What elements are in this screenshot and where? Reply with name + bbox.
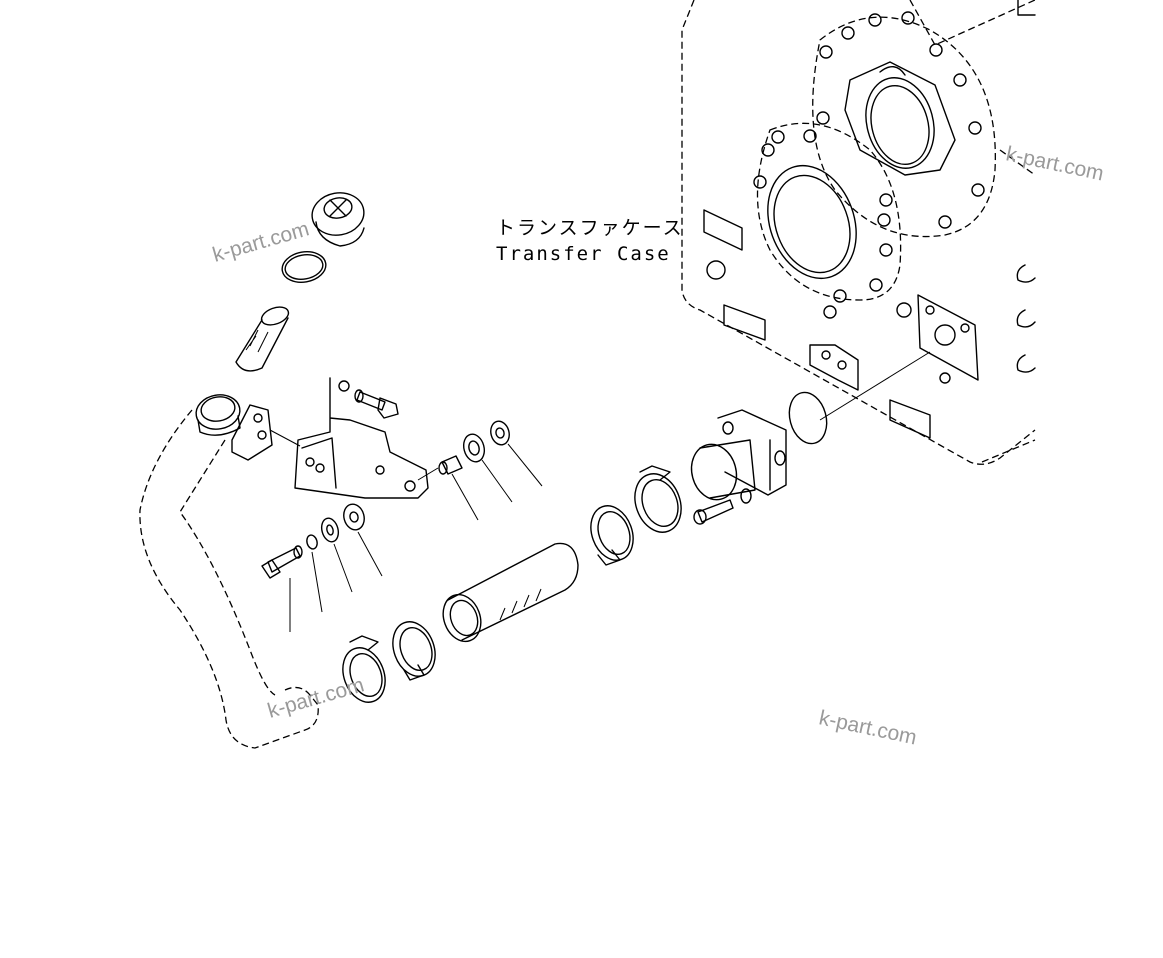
flat-washer-upper — [490, 420, 510, 446]
outlet-flange — [690, 409, 787, 501]
straight-hose — [442, 542, 579, 643]
curved-pipe — [139, 394, 319, 749]
flange-leader-line — [819, 351, 931, 421]
hose-clamp-upper-right — [634, 465, 682, 533]
hose-clamp-lower-left — [342, 635, 386, 703]
hose-clamp-upper-left — [590, 505, 634, 566]
thick-washer-lower — [320, 517, 340, 543]
bracket-bolt-top — [354, 389, 399, 419]
callout-label-japanese: トランスファケース — [496, 217, 684, 239]
callout-leaders-upper — [451, 443, 543, 521]
mounting-bracket — [294, 377, 439, 499]
bracket-bolt-lower — [261, 545, 303, 579]
callout-label-english: Transfer Case — [496, 243, 671, 265]
o-ring-gasket — [788, 391, 828, 445]
watermark-4: k-part.com — [817, 706, 919, 749]
small-washer-top — [338, 380, 350, 392]
watermark-3: k-part.com — [265, 673, 367, 722]
watermark-2: k-part.com — [1004, 142, 1106, 185]
flange-bolt — [693, 488, 752, 525]
watermark-1: k-part.com — [210, 217, 312, 266]
callout-leaders-lower — [289, 531, 383, 632]
o-ring — [281, 251, 327, 283]
filler-cap — [311, 192, 365, 247]
small-washer-lower — [306, 534, 318, 550]
spacer-collar — [438, 455, 463, 475]
strainer — [235, 306, 290, 372]
flat-washer-lower — [343, 503, 365, 531]
hose-clamp-lower-right — [392, 621, 436, 681]
thick-washer-upper — [462, 433, 486, 463]
transfer-case — [681, 0, 1036, 465]
